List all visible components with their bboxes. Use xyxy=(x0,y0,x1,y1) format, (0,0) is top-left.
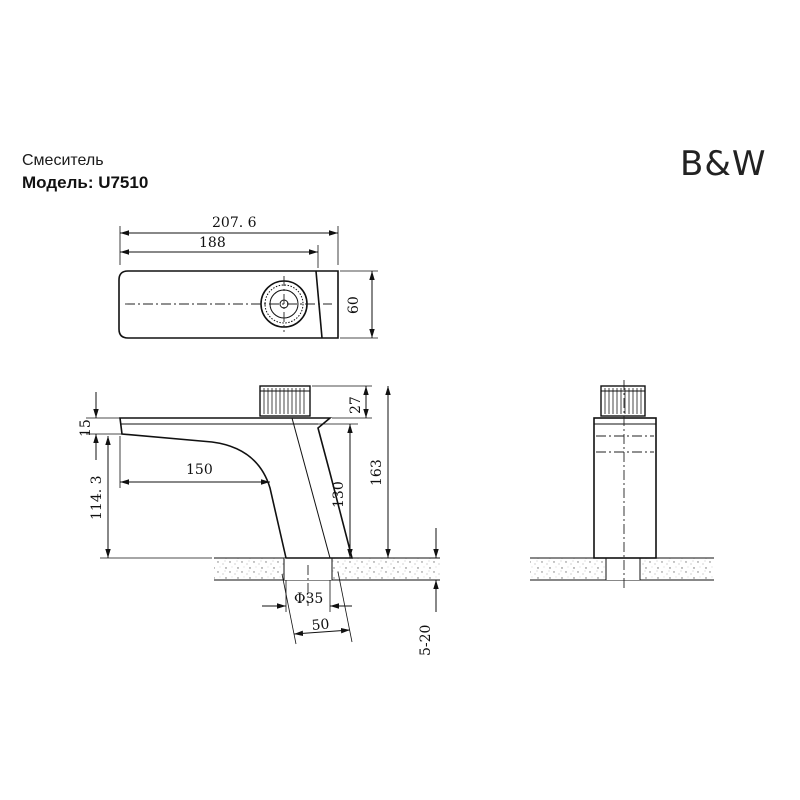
front-view xyxy=(530,380,714,590)
model-name: Модель: U7510 xyxy=(22,173,149,192)
top-view: 207. 6 188 60 xyxy=(118,215,378,339)
top-view-outline xyxy=(118,270,339,339)
dim-top-width: 60 xyxy=(346,296,362,314)
dim-spout-thickness: 15 xyxy=(78,419,94,437)
dim-handle-height: 27 xyxy=(348,396,364,414)
faucet-body-front xyxy=(593,417,657,559)
title-block: Смеситель Модель: U7510 xyxy=(22,150,148,194)
mounting-hole-front xyxy=(606,558,640,580)
handle-knurl-ring xyxy=(264,284,304,324)
brand-logo-text: B&W xyxy=(680,144,766,184)
brand-logo: B&W xyxy=(680,144,766,184)
top-view-edge xyxy=(315,270,323,339)
dim-body-height: 130 xyxy=(331,481,347,508)
dim-spout-length: 188 xyxy=(199,235,226,251)
dim-base-depth: 50 xyxy=(311,616,330,633)
side-view: 15 114. 3 150 130 27 163 5-20 xyxy=(78,385,440,656)
dim-total-height: 163 xyxy=(369,459,385,486)
dim-base-diameter: Φ35 xyxy=(294,591,323,607)
ext-line xyxy=(337,571,353,643)
handle-knurl-lines xyxy=(263,388,305,414)
dim-spout-reach: 150 xyxy=(186,462,213,478)
product-name: Смеситель xyxy=(22,152,104,169)
body-edge-line xyxy=(291,417,331,559)
dim-line-base-depth xyxy=(293,627,351,637)
dim-overall-length: 207. 6 xyxy=(212,215,257,231)
handle-knurl-lines-front xyxy=(604,388,642,414)
dim-spout-height: 114. 3 xyxy=(89,475,105,520)
ext-line xyxy=(281,573,297,645)
dim-countertop-thickness: 5-20 xyxy=(418,625,434,656)
faucet-body-outline xyxy=(119,417,354,559)
